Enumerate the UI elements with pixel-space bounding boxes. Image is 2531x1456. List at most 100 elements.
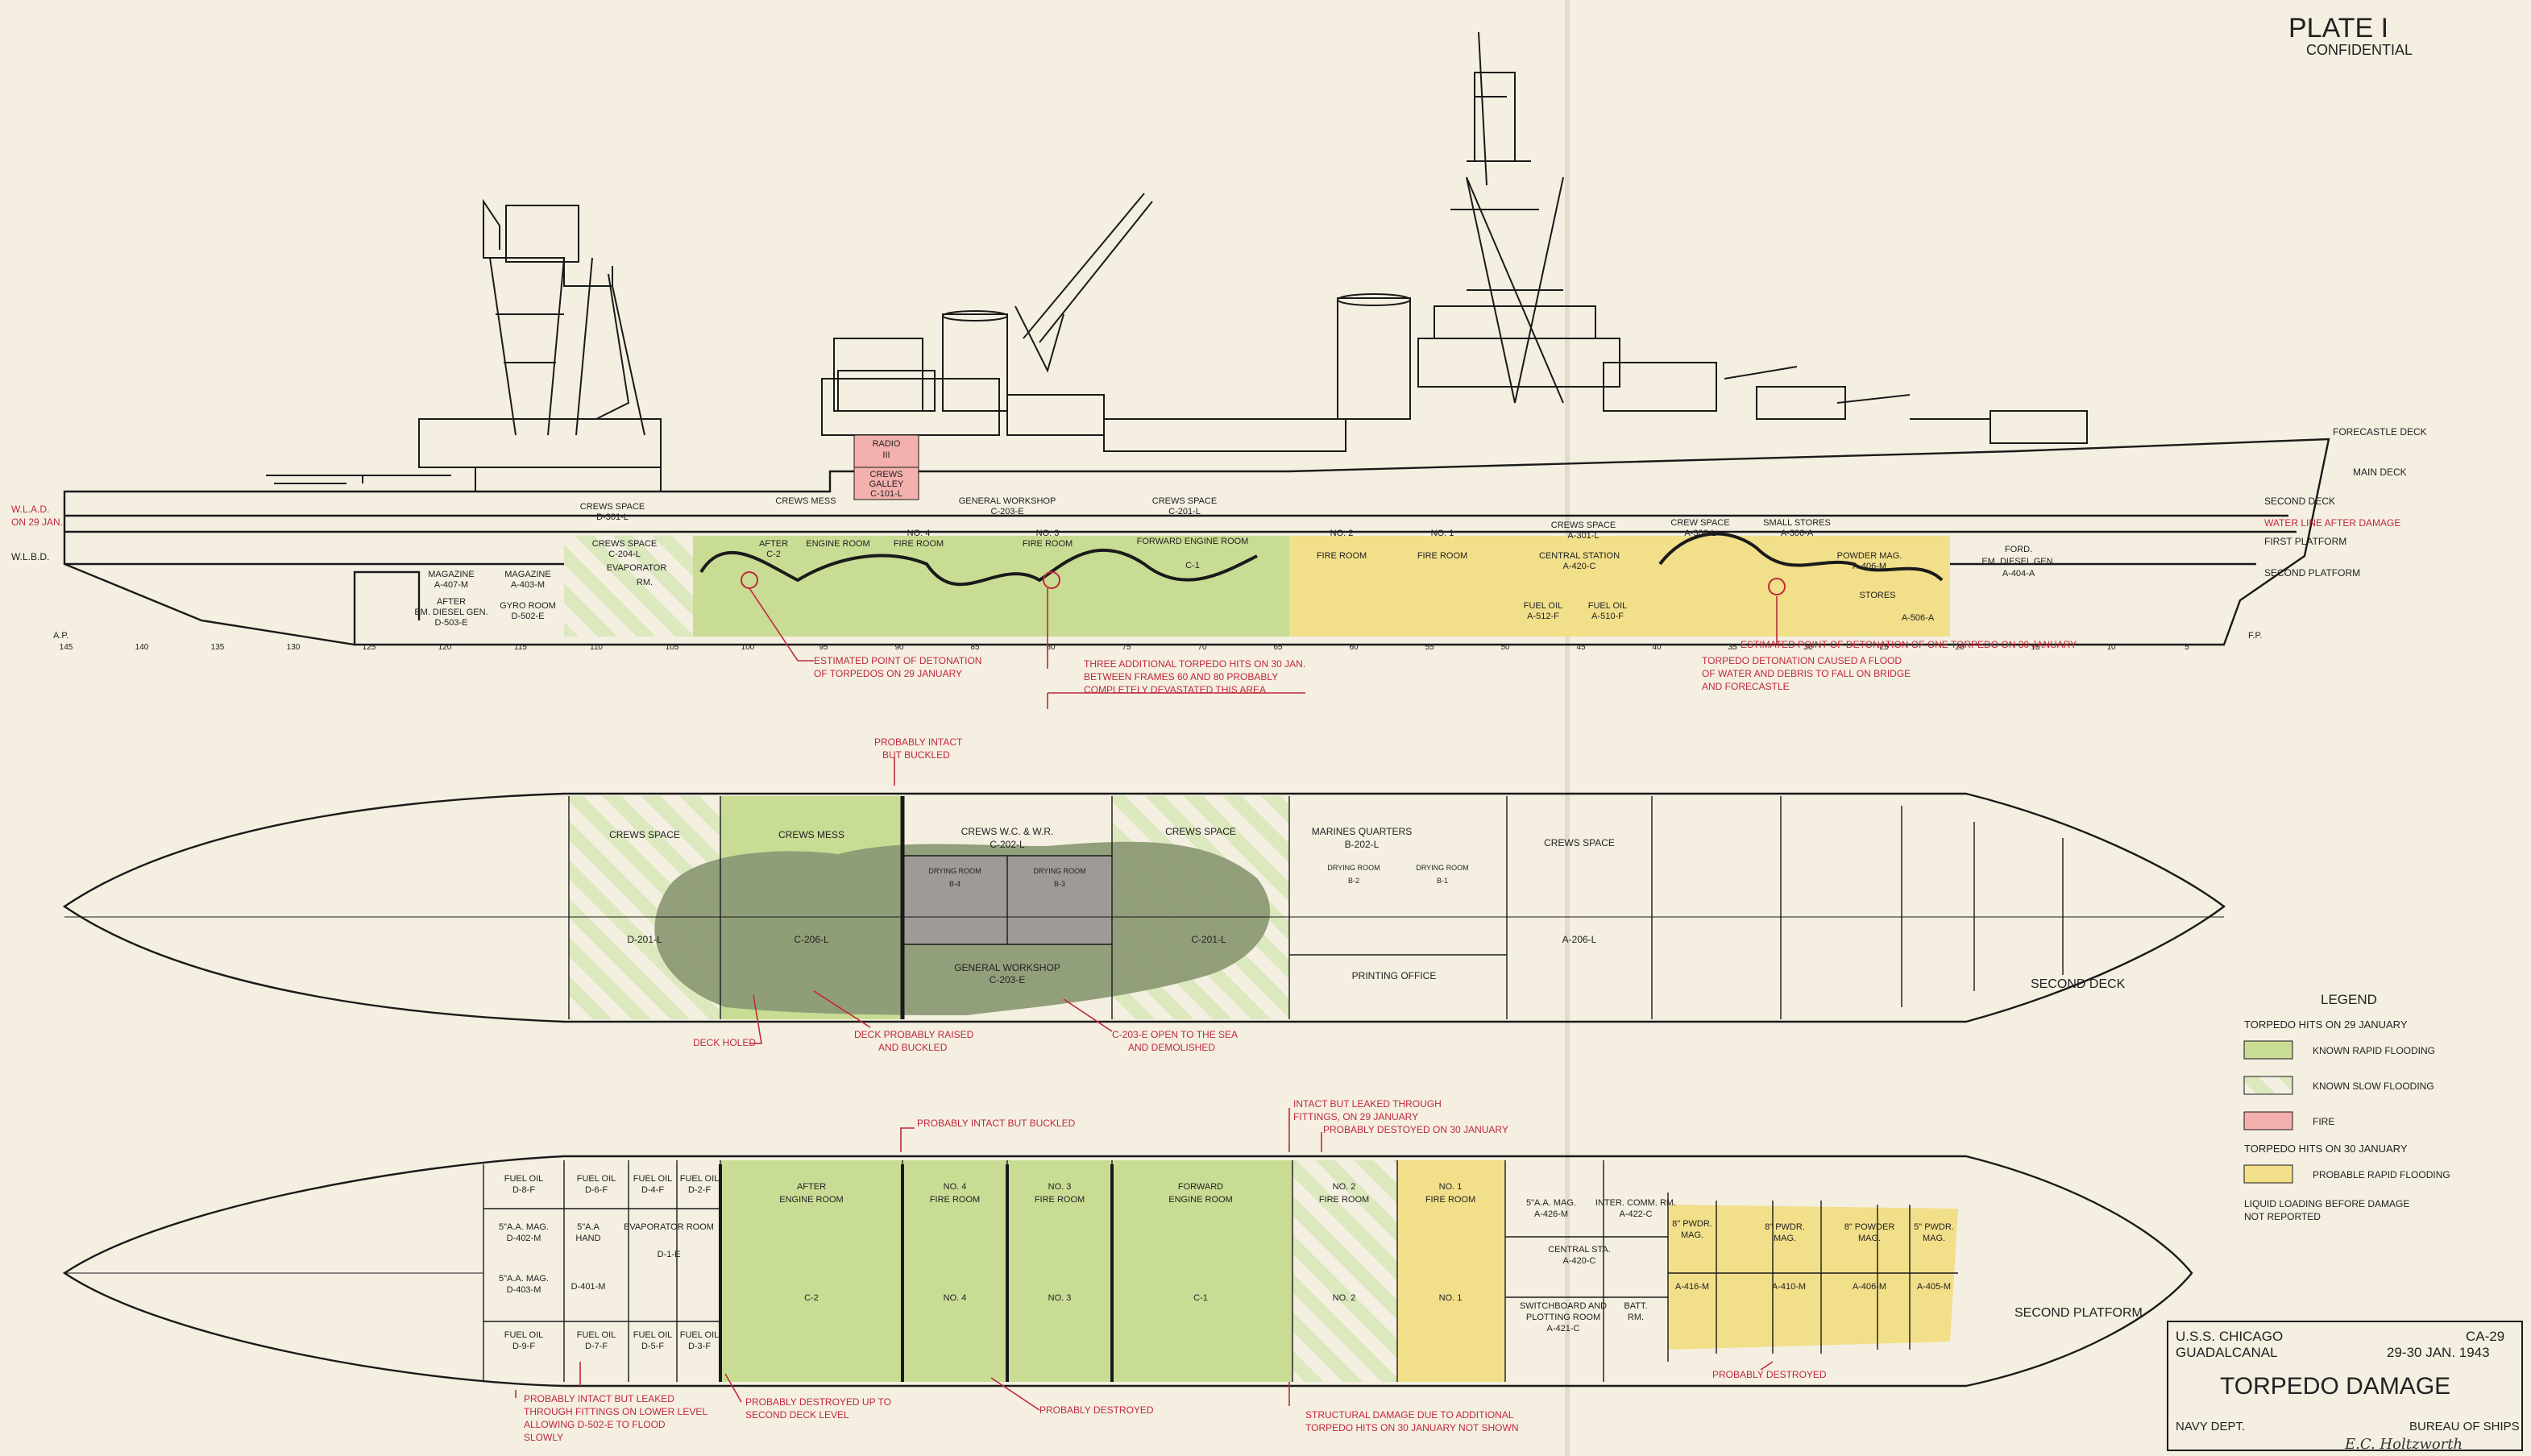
profile-label: NO. 1 (1431, 529, 1454, 538)
profile-label: MAGAZINE (428, 570, 474, 579)
deck-compartment-label: B-3 (1054, 880, 1065, 888)
deck-compartment-label: DRYING ROOM (1327, 864, 1380, 872)
title-bureau: BUREAU OF SHIPS (2409, 1420, 2520, 1433)
legend-swatch-probable (2243, 1164, 2293, 1184)
profile-label: AFTER (759, 539, 788, 549)
frame-number: 80 (1046, 643, 1056, 652)
profile-label: EM. DIESEL GEN. (1981, 557, 2055, 566)
deck-compartment-label: CREWS SPACE (1544, 837, 1615, 848)
profile-label: STORES (1859, 591, 1895, 600)
platform-label: FIRE ROOM (1319, 1195, 1369, 1205)
platform-label: D-7-F (585, 1342, 608, 1351)
frame-scale: 145 140 135 130 125 120 115 110 105 100 … (60, 643, 2190, 652)
deck-compartment-label: B-202-L (1345, 839, 1380, 850)
profile-annotations: ESTIMATED POINT OF DETONATION OF TORPEDO… (749, 587, 2077, 709)
deck-compartment-label: C-201-L (1191, 934, 1226, 945)
platform-label: NO. 3 (1048, 1182, 1072, 1192)
frame-number: 70 (1197, 643, 1207, 652)
frame-number: 35 (1728, 643, 1737, 652)
legend-label-fire: FIRE (2313, 1116, 2334, 1127)
profile-label: FUEL OIL (1588, 601, 1628, 611)
platform-label: 8" POWDER (1844, 1222, 1895, 1232)
profile-label: CREWS SPACE (580, 502, 645, 512)
annotation-30jan-1: THREE ADDITIONAL TORPEDO HITS ON 30 JAN. (1084, 658, 1305, 670)
platform-label: FUEL OIL (504, 1174, 544, 1184)
deck-compartment-label: MARINES QUARTERS (1312, 826, 1412, 837)
title-location: GUADALCANAL (2176, 1345, 2278, 1360)
profile-label: SMALL STORES (1763, 518, 1831, 528)
profile-label: D-503-E (435, 618, 468, 628)
title-main: TORPEDO DAMAGE (2220, 1373, 2450, 1400)
deck-annotation: AND DEMOLISHED (1128, 1042, 1215, 1053)
profile-label: A-406-M (1853, 562, 1886, 571)
fp-label: F.P. (2248, 631, 2263, 641)
profile-label: EM. DIESEL GEN. (414, 608, 488, 617)
title-hull: CA-29 (2466, 1329, 2504, 1344)
frame-number: 55 (1425, 643, 1434, 652)
legend-note: LIQUID LOADING BEFORE DAMAGE (2244, 1198, 2409, 1209)
platform-annotations: PROBABLY INTACT BUT BUCKLED INTACT BUT L… (515, 1098, 1827, 1443)
platform-annotation: PROBABLY DESTROYED (1039, 1404, 1154, 1416)
platform-label: EVAPORATOR ROOM (624, 1222, 714, 1232)
profile-label: GENERAL WORKSHOP (959, 496, 1056, 506)
profile-label: C-2 (766, 550, 781, 559)
profile-label: CREWS SPACE (1152, 496, 1217, 506)
deck-compartment-label: B-4 (949, 880, 961, 888)
second-deck-plan: CREWS SPACE D-201-L CREWS MESS C-206-L C… (62, 736, 2226, 1053)
platform-annotation: TORPEDO HITS ON 30 JANUARY NOT SHOWN (1305, 1422, 1519, 1433)
legend-label-slow: KNOWN SLOW FLOODING (2313, 1081, 2434, 1092)
frame-number: 130 (287, 643, 301, 652)
profile-label: NO. 2 (1330, 529, 1354, 538)
deck-compartment-label: C-206-L (794, 934, 829, 945)
platform-annotation: FITTINGS, ON 29 JANUARY (1293, 1111, 1418, 1122)
platform-label: A-416-M (1675, 1282, 1709, 1292)
platform-slow-flood (1292, 1160, 1397, 1382)
second-deck-title: SECOND DECK (2031, 977, 2126, 991)
profile-label: AFTER (437, 597, 466, 607)
platform-annotation: ALLOWING D-502-E TO FLOOD (524, 1419, 666, 1430)
detonation-marker-30jan-fwd (1768, 578, 1786, 595)
platform-label: PLOTTING ROOM (1526, 1313, 1600, 1322)
deck-compartment-label: CREWS SPACE (1165, 826, 1236, 837)
platform-labels: FUEL OIL D-8-F FUEL OIL D-6-F FUEL OIL D… (499, 1174, 1954, 1351)
platform-probable-flood-fr1 (1397, 1160, 1505, 1382)
profile-label: NO. 3 (1036, 529, 1060, 538)
platform-label: FIRE ROOM (1425, 1195, 1475, 1205)
profile-label: FIRE ROOM (894, 539, 944, 549)
deck-label-main: MAIN DECK (2353, 467, 2407, 478)
profile-probable-flood (1289, 536, 1950, 637)
frame-number: 10 (2106, 643, 2116, 652)
deck-compartment-label: C-202-L (990, 839, 1025, 850)
platform-label: A-426-M (1534, 1209, 1568, 1219)
profile-label: A-510-F (1591, 612, 1624, 621)
platform-annotation: SLOWLY (524, 1432, 563, 1443)
profile-rapid-flood-aft (693, 536, 1289, 637)
frame-number: 20 (1955, 643, 1965, 652)
profile-label: CENTRAL STATION (1539, 551, 1620, 561)
profile-label: FIRE ROOM (1023, 539, 1073, 549)
profile-label: A-407-M (434, 580, 468, 590)
platform-label: MAG. (1774, 1234, 1796, 1243)
annotation-flood-3: AND FORECASTLE (1702, 681, 1790, 692)
profile-label: A-306-A (1781, 529, 1814, 538)
wlad-date: ON 29 JAN. (11, 516, 63, 528)
platform-label: A-406-M (1853, 1282, 1886, 1292)
profile-label: MAGAZINE (504, 570, 550, 579)
legend-group-30jan: TORPEDO HITS ON 30 JANUARY (2244, 1143, 2408, 1155)
title-ship: U.S.S. CHICAGO (2176, 1329, 2283, 1344)
legend-label-rapid: KNOWN RAPID FLOODING (2313, 1045, 2435, 1056)
platform-label: D-1-E (658, 1250, 681, 1259)
platform-label: NO. 4 (944, 1182, 967, 1192)
deck-annotation: PROBABLY INTACT (874, 736, 963, 748)
deck-annotations: PROBABLY INTACT BUT BUCKLED DECK HOLED D… (693, 736, 1238, 1053)
frame-number: 95 (819, 643, 828, 652)
platform-label: 5"A.A. MAG. (1526, 1198, 1576, 1208)
platform-annotation: PROBABLY INTACT BUT LEAKED (524, 1393, 674, 1404)
platform-label: 5"A.A (577, 1222, 600, 1232)
profile-label: RADIO (873, 439, 901, 449)
platform-label: FORWARD (1178, 1182, 1223, 1192)
deck-compartment-label: C-203-E (990, 974, 1026, 985)
platform-label: A-410-M (1772, 1282, 1806, 1292)
profile-label: FORWARD ENGINE ROOM (1137, 537, 1249, 546)
legend: LEGEND TORPEDO HITS ON 29 JANUARY KNOWN … (2243, 992, 2450, 1222)
